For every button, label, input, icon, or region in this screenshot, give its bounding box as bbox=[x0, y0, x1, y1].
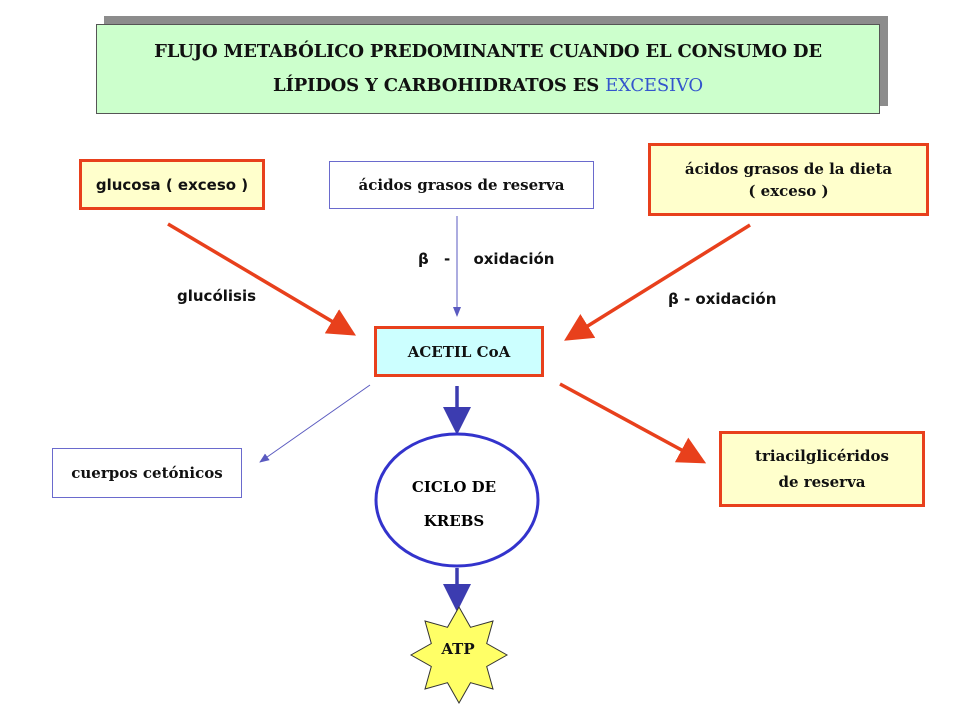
node-glucosa-label: glucosa ( exceso ) bbox=[95, 175, 249, 194]
krebs-cycle-ellipse bbox=[374, 432, 540, 568]
node-acidos-dieta-line2: ( exceso ) bbox=[748, 181, 829, 200]
node-acetil-coa: ACETIL CoA bbox=[374, 326, 544, 377]
label-beta-text: oxidación bbox=[473, 250, 555, 268]
node-acidos-reserva-label: ácidos grasos de reserva bbox=[358, 176, 565, 194]
label-glucolisis: glucólisis bbox=[177, 287, 257, 305]
node-acidos-dieta: ácidos grasos de la dieta ( exceso ) bbox=[648, 143, 929, 216]
node-krebs-label: CICLO DE KREBS bbox=[374, 470, 534, 538]
label-beta-dash: - bbox=[443, 250, 451, 268]
arrow-acetil-to-cuerpos bbox=[259, 384, 371, 463]
title-line-2: LÍPIDOS Y CARBOHIDRATOS ES EXCESIVO bbox=[273, 69, 703, 103]
node-triacil-line1: triacilglicéridos bbox=[755, 447, 889, 465]
node-atp-label: ATP bbox=[441, 640, 475, 658]
node-krebs-line2: KREBS bbox=[423, 512, 485, 530]
node-triacil-line2: de reserva bbox=[778, 473, 866, 491]
arrow-glucosa-to-acetil bbox=[167, 222, 357, 336]
node-acetil-coa-label: ACETIL CoA bbox=[407, 342, 511, 361]
node-cuerpos-cetonicos-label: cuerpos cetónicos bbox=[71, 464, 223, 482]
title-line-1: FLUJO METABÓLICO PREDOMINANTE CUANDO EL … bbox=[154, 41, 822, 62]
node-triacilgliceridos: triacilglicéridos de reserva bbox=[719, 431, 925, 507]
diagram-title: FLUJO METABÓLICO PREDOMINANTE CUANDO EL … bbox=[96, 24, 880, 114]
node-acidos-dieta-line1: ácidos grasos de la dieta bbox=[684, 159, 893, 178]
label-beta-oxidacion-right: β - oxidación bbox=[668, 290, 777, 308]
label-beta-oxidacion-center: β - oxidación bbox=[418, 250, 554, 268]
atp-star bbox=[409, 605, 509, 705]
label-beta-symbol: β bbox=[418, 250, 429, 268]
title-line-2-main: LÍPIDOS Y CARBOHIDRATOS ES bbox=[273, 75, 606, 96]
title-line-2-accent: EXCESIVO bbox=[605, 75, 703, 96]
node-acidos-reserva: ácidos grasos de reserva bbox=[329, 161, 594, 209]
node-krebs-line1: CICLO DE bbox=[411, 478, 497, 496]
node-cuerpos-cetonicos: cuerpos cetónicos bbox=[52, 448, 242, 498]
node-glucosa: glucosa ( exceso ) bbox=[79, 159, 265, 210]
arrow-dieta-to-acetil bbox=[564, 223, 751, 341]
arrow-acetil-to-triacil bbox=[559, 382, 707, 464]
